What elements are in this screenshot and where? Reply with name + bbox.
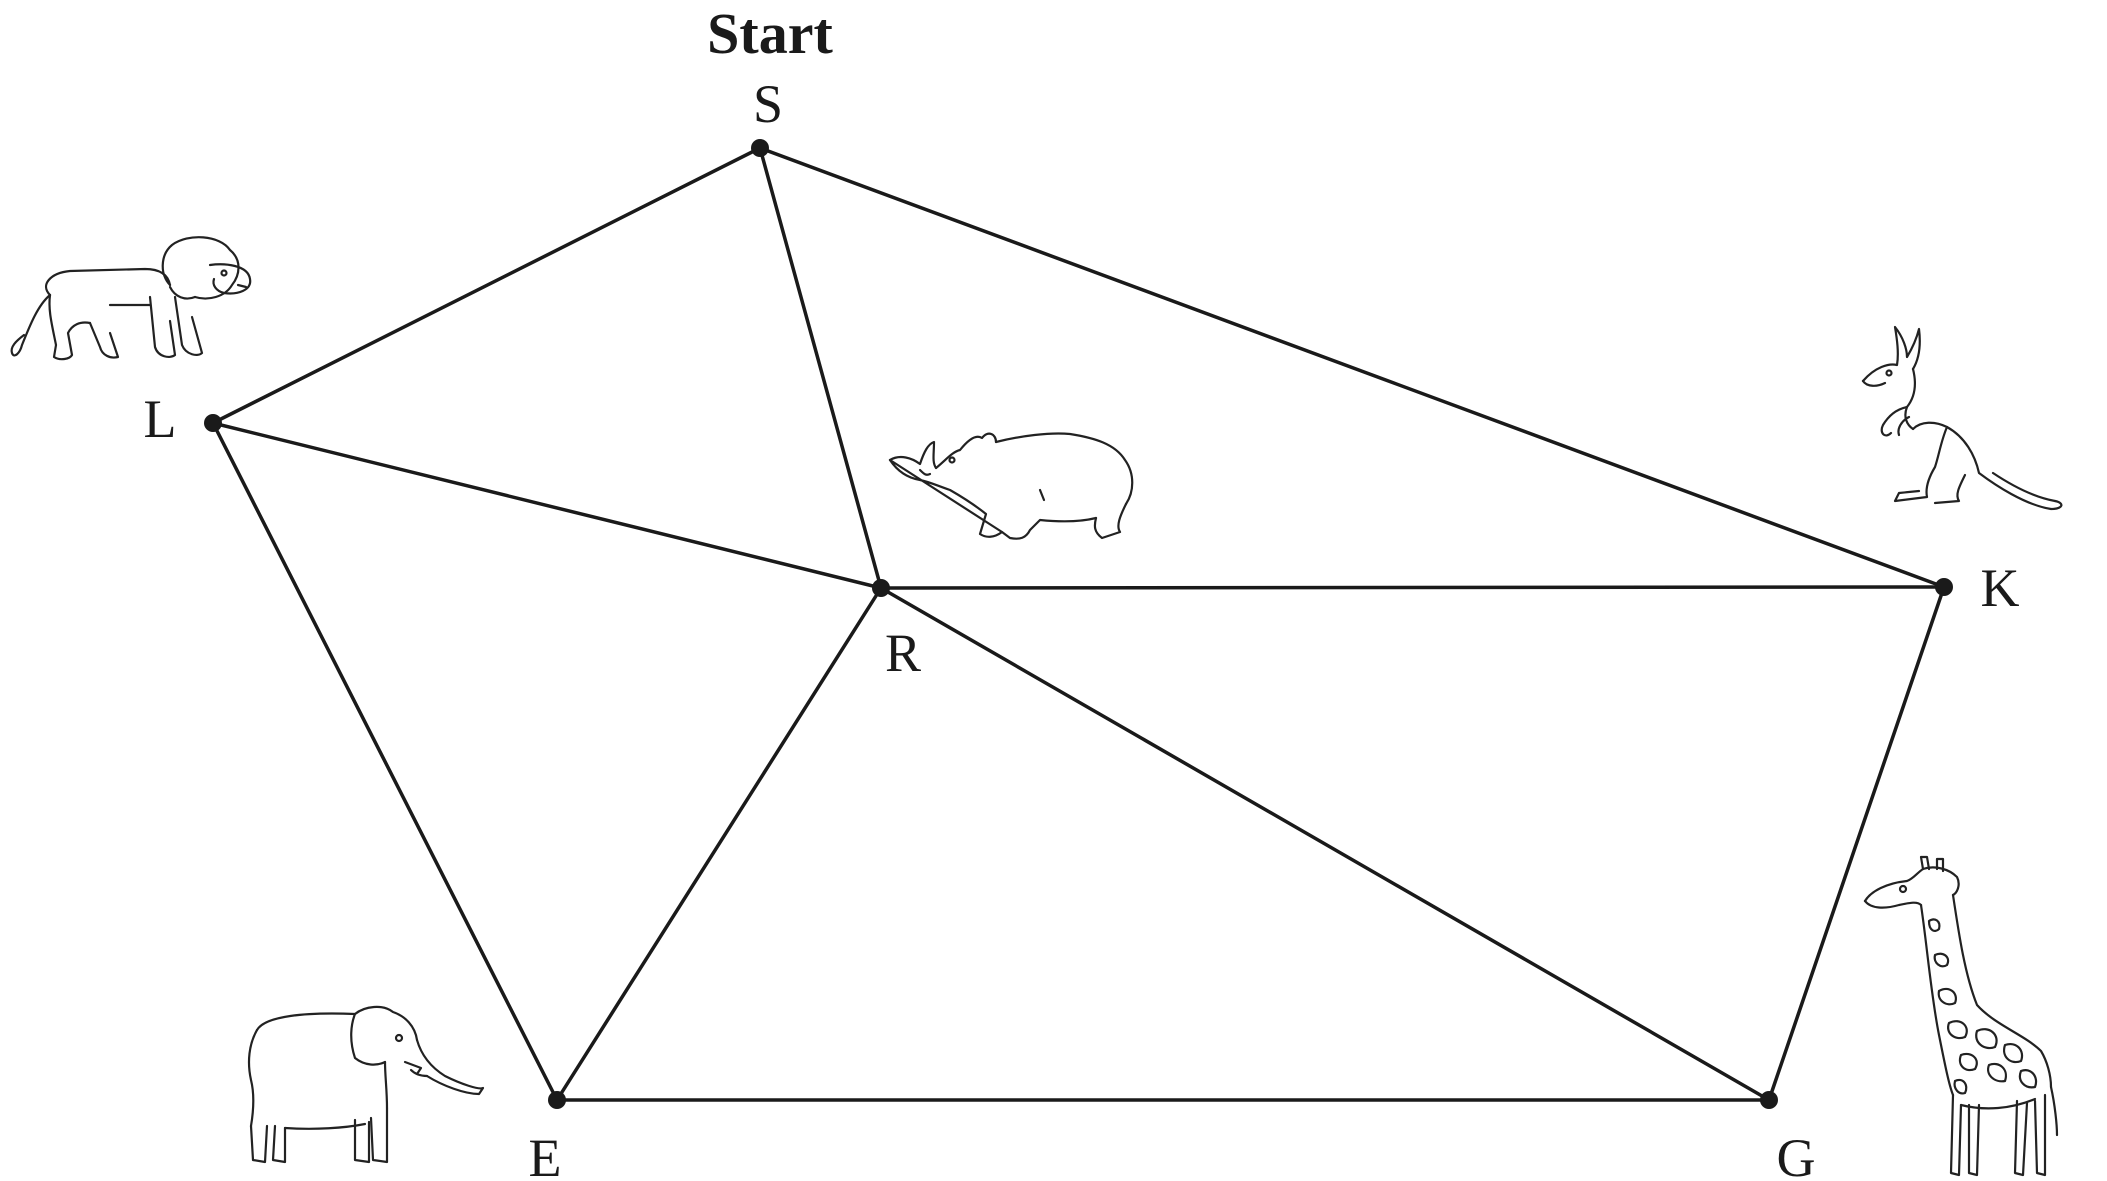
- node-e: [548, 1091, 566, 1109]
- nodes: [204, 139, 1953, 1109]
- node-l: [204, 414, 222, 432]
- edge-r-g: [881, 588, 1769, 1100]
- elephant-icon: [249, 1007, 483, 1162]
- giraffe-icon: [1865, 857, 2057, 1175]
- node-s: [751, 139, 769, 157]
- node-g: [1760, 1091, 1778, 1109]
- edge-r-k: [881, 587, 1944, 588]
- start-title: Start: [707, 1, 833, 66]
- rhino-icon: [890, 433, 1132, 538]
- node-label-k: K: [1981, 558, 2020, 618]
- edges: [213, 148, 1944, 1100]
- edge-s-l: [213, 148, 760, 423]
- node-label-g: G: [1777, 1128, 1816, 1181]
- node-r: [872, 579, 890, 597]
- lion-icon: [12, 237, 251, 359]
- edge-l-e: [213, 423, 557, 1100]
- node-label-r: R: [885, 623, 921, 683]
- edge-s-r: [760, 148, 881, 588]
- node-label-l: L: [144, 389, 177, 449]
- edge-k-g: [1769, 587, 1944, 1100]
- edge-s-k: [760, 148, 1944, 587]
- edge-l-r: [213, 423, 881, 588]
- edge-r-e: [557, 588, 881, 1100]
- node-k: [1935, 578, 1953, 596]
- node-label-s: S: [753, 74, 783, 134]
- kangaroo-icon: [1863, 327, 2061, 509]
- node-label-e: E: [529, 1128, 562, 1181]
